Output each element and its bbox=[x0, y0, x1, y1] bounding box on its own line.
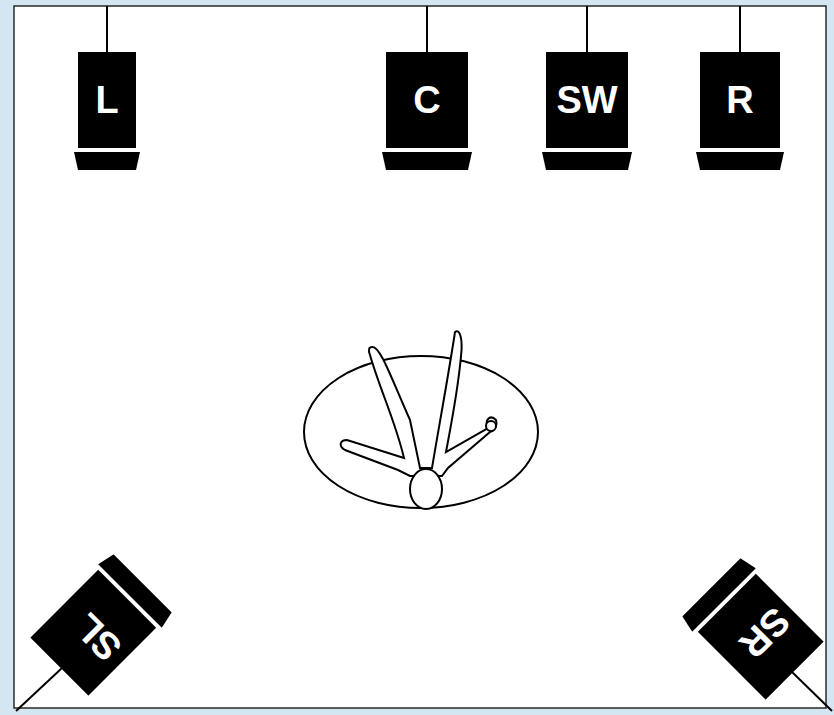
speaker: L bbox=[78, 52, 136, 170]
speaker-grille bbox=[382, 152, 472, 170]
speaker-body bbox=[78, 52, 136, 148]
speaker-label: C bbox=[413, 81, 440, 119]
speaker-wires bbox=[16, 6, 832, 711]
speaker-label: R bbox=[726, 81, 753, 119]
speaker-body bbox=[700, 52, 780, 148]
speaker: C bbox=[386, 52, 468, 170]
speaker-grille bbox=[679, 555, 755, 631]
speaker-grille bbox=[74, 152, 140, 170]
speaker-label: SW bbox=[556, 81, 617, 119]
speaker-body bbox=[386, 52, 468, 148]
listener-figure bbox=[304, 331, 538, 509]
speaker-grille bbox=[98, 551, 174, 627]
speaker-body bbox=[546, 52, 628, 148]
speaker-grille bbox=[696, 152, 784, 170]
speaker: SW bbox=[546, 52, 628, 170]
speaker: R bbox=[700, 52, 780, 170]
speaker-label: L bbox=[95, 81, 118, 119]
room-floor bbox=[14, 6, 826, 708]
speaker-grille bbox=[542, 152, 632, 170]
